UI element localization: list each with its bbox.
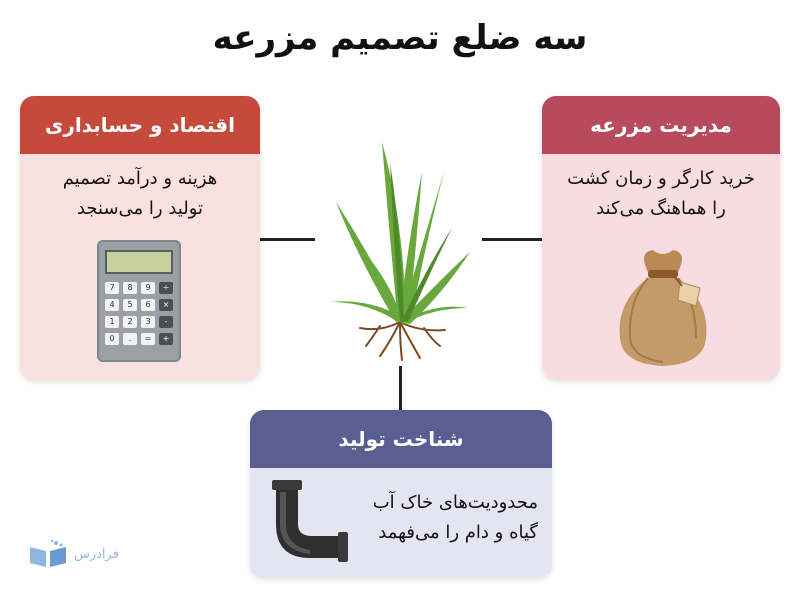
- management-card-text: خرید کارگر و زمان کشت را هماهنگ می‌کند: [542, 154, 780, 224]
- economy-card-line1: هزینه و درآمد تصمیم: [62, 168, 218, 189]
- pipe-elbow-icon: [272, 480, 348, 562]
- production-card-line1: محدودیت‌های خاک آب: [372, 492, 538, 513]
- calculator-key: 1: [105, 316, 119, 328]
- connector-bottom: [399, 366, 402, 410]
- calculator-key: +: [159, 333, 173, 345]
- economy-card-text: هزینه و درآمد تصمیم تولید را می‌سنجد: [20, 154, 260, 224]
- sack-icon: [619, 250, 707, 366]
- connector-right: [482, 238, 542, 241]
- economy-card-header: اقتصاد و حسابداری: [20, 96, 260, 154]
- calculator-key: 8: [123, 282, 137, 294]
- calculator-key: 2: [123, 316, 137, 328]
- economy-card-title: اقتصاد و حسابداری: [45, 113, 235, 137]
- management-card-line1: خرید کارگر و زمان کشت: [567, 168, 755, 189]
- calculator-key: 9: [141, 282, 155, 294]
- plant-icon: [330, 142, 470, 361]
- production-card-text: محدودیت‌های خاک آب گیاه و دام را می‌فهمد: [338, 488, 538, 548]
- book-logo-icon: [30, 539, 66, 567]
- calculator-key: 5: [123, 299, 137, 311]
- management-card-title: مدیریت مزرعه: [590, 113, 732, 137]
- calculator-key: -: [159, 316, 173, 328]
- calculator-screen: [105, 250, 173, 274]
- calculator-key: =: [141, 333, 155, 345]
- management-card-line2: را هماهنگ می‌کند: [596, 198, 726, 219]
- logo: فرادرس: [28, 534, 148, 574]
- economy-card-line2: تولید را می‌سنجد: [76, 198, 204, 219]
- production-card-header: شناخت تولید: [250, 410, 552, 468]
- page-title: سه ضلع تصمیم مزرعه: [212, 18, 588, 58]
- logo-text: فرادرس: [74, 546, 119, 562]
- calculator-key: 3: [141, 316, 155, 328]
- calculator-key: 4: [105, 299, 119, 311]
- calculator-key: 0: [105, 333, 119, 345]
- calculator-key: 7: [105, 282, 119, 294]
- management-card: مدیریت مزرعه خرید کارگر و زمان کشت را هم…: [542, 96, 780, 380]
- connector-left: [260, 238, 315, 241]
- calculator-key: ×: [159, 299, 173, 311]
- economy-card: اقتصاد و حسابداری هزینه و درآمد تصمیم تو…: [20, 96, 260, 380]
- management-card-header: مدیریت مزرعه: [542, 96, 780, 154]
- production-card-title: شناخت تولید: [338, 427, 464, 451]
- calculator-key: 6: [141, 299, 155, 311]
- calculator-key: .: [123, 333, 137, 345]
- production-card: شناخت تولید محدودیت‌های خاک آب گیاه و دا…: [250, 410, 552, 578]
- production-card-line2: گیاه و دام را می‌فهمد: [378, 522, 538, 543]
- calculator-key: ÷: [159, 282, 173, 294]
